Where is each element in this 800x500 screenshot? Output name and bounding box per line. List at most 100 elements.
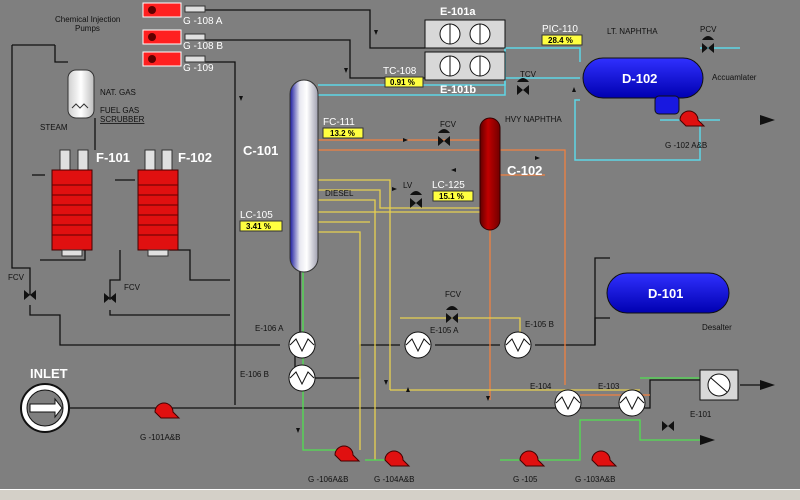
- lc105-value: 3.41 %: [246, 222, 271, 231]
- inlet-arrow: [29, 397, 63, 419]
- pump-g101[interactable]: [154, 402, 181, 419]
- e105a-tube: [405, 338, 431, 353]
- f102-stack-left: [144, 149, 156, 171]
- exchanger-e105a[interactable]: [404, 331, 432, 359]
- lv-valve[interactable]: [410, 191, 422, 208]
- chem-pump-g108a-label: G -108 A: [183, 16, 223, 27]
- g103-body: [591, 450, 618, 467]
- e101-outlet-valve[interactable]: [662, 421, 674, 431]
- lv-label: LV: [403, 181, 413, 190]
- tcv-label: TCV: [520, 70, 537, 79]
- furnace-f101[interactable]: [51, 149, 93, 257]
- exchanger-e106a[interactable]: [288, 331, 316, 359]
- exchanger-e101b[interactable]: [424, 51, 506, 81]
- column-c101[interactable]: [289, 79, 319, 273]
- vessel-d102[interactable]: [582, 57, 704, 115]
- e101b-frame: [424, 51, 506, 81]
- exchanger-e103-label: E-103: [598, 382, 620, 391]
- pcv-valve[interactable]: [702, 36, 714, 53]
- tcv-bowtie: [517, 85, 529, 95]
- chem-pump-g108a[interactable]: G -108 A: [142, 2, 223, 27]
- pump-g102[interactable]: [679, 110, 706, 127]
- exchanger-e105a-label: E-105 A: [430, 326, 459, 335]
- inlet-symbol[interactable]: [20, 383, 70, 433]
- vessel-d101-label: D-101: [648, 286, 683, 301]
- exchanger-e105b[interactable]: [504, 331, 532, 359]
- fcv-left-1-valve[interactable]: [24, 290, 36, 300]
- lc125-value-box: [432, 190, 474, 202]
- fcv-left-1-bowtie: [24, 290, 36, 300]
- pump-g106[interactable]: [334, 445, 361, 462]
- g104-body: [384, 450, 411, 467]
- g102-body: [679, 110, 706, 127]
- fcv-top-valve[interactable]: [438, 129, 450, 146]
- fcv-mid-valve[interactable]: [446, 306, 458, 323]
- exchanger-e104-label: E-104: [530, 382, 552, 391]
- e101a-frame: [424, 19, 506, 49]
- exchanger-e103[interactable]: [618, 389, 646, 417]
- fcv-left-2-bowtie: [104, 293, 116, 303]
- vessel-d101[interactable]: [606, 272, 730, 314]
- fcv-mid-bowtie: [446, 313, 458, 323]
- fc111-value: 13.2 %: [330, 129, 355, 138]
- exchanger-e101b-label: E-101b: [440, 84, 476, 96]
- chem-pump-g108b[interactable]: G -108 B: [142, 29, 223, 52]
- exchanger-e101a-label: E-101a: [440, 6, 476, 18]
- column-c101-label: C-101: [243, 143, 278, 158]
- d101-caption: Desalter: [702, 323, 732, 332]
- fuel-gas-scrubber[interactable]: [67, 69, 95, 119]
- fcv-left-2-label: FCV: [124, 283, 141, 292]
- exchanger-e101a[interactable]: [424, 19, 506, 49]
- g101-body: [154, 402, 181, 419]
- chem-pumps-title-2: Pumps: [75, 24, 100, 33]
- f101-stack-left: [59, 149, 71, 171]
- tc108-value: 0.91 %: [390, 78, 415, 87]
- pump-g106-label: G -106A&B: [308, 475, 348, 484]
- e106b-tube: [289, 371, 315, 386]
- tcv-valve[interactable]: [517, 78, 529, 95]
- fcv-top-actuator: [438, 129, 450, 133]
- pump-g105-label: G -105: [513, 475, 538, 484]
- scrubber-label-1: FUEL GAS: [100, 106, 139, 115]
- fcv-mid-actuator: [446, 306, 458, 310]
- pcv-actuator: [702, 36, 714, 40]
- f101-stack-right: [77, 149, 89, 171]
- pump-g103[interactable]: [591, 450, 618, 467]
- green-outlet-arrow: [700, 435, 715, 445]
- d102-caption: Accuamlater: [712, 73, 757, 82]
- fcv-left-2-valve[interactable]: [104, 293, 116, 303]
- flow-arrows: [239, 30, 576, 433]
- d102-shell: [582, 57, 704, 99]
- column-c102[interactable]: [479, 117, 501, 231]
- furnace-f101-label: F-101: [96, 150, 130, 165]
- f101-base: [61, 249, 83, 257]
- g106-body: [334, 445, 361, 462]
- exchanger-e106b[interactable]: [288, 364, 316, 392]
- pcv-label: PCV: [700, 25, 717, 34]
- exchanger-e104[interactable]: [554, 389, 582, 417]
- chem-pump-g109-pipe: [184, 55, 206, 63]
- chem-pump-g109-label: G -109: [183, 63, 214, 74]
- fcv-top-bowtie: [438, 136, 450, 146]
- scrubber-packing: [71, 103, 89, 109]
- e103-tube: [619, 396, 645, 411]
- chem-pump-g109[interactable]: G -109: [142, 51, 214, 74]
- exchanger-e101[interactable]: [699, 369, 739, 401]
- pump-g105[interactable]: [519, 450, 546, 467]
- f101-body: [51, 169, 93, 251]
- e104-tube: [555, 396, 581, 411]
- pump-g103-label: G -103A&B: [575, 475, 615, 484]
- pump-g101-label: G -101A&B: [140, 433, 180, 442]
- vessel-d102-label: D-102: [622, 71, 657, 86]
- column-c102-label: C-102: [507, 163, 542, 178]
- furnace-f102-label: F-102: [178, 150, 212, 165]
- pipes-yellow: [318, 179, 640, 460]
- c101-shell: [289, 79, 319, 273]
- lc125-tag: LC-125: [432, 180, 465, 191]
- pcv-bowtie: [702, 43, 714, 53]
- furnace-f102[interactable]: [137, 149, 179, 257]
- exchanger-e106a-label: E-106 A: [255, 324, 284, 333]
- pump-g104[interactable]: [384, 450, 411, 467]
- d101-shell: [606, 272, 730, 314]
